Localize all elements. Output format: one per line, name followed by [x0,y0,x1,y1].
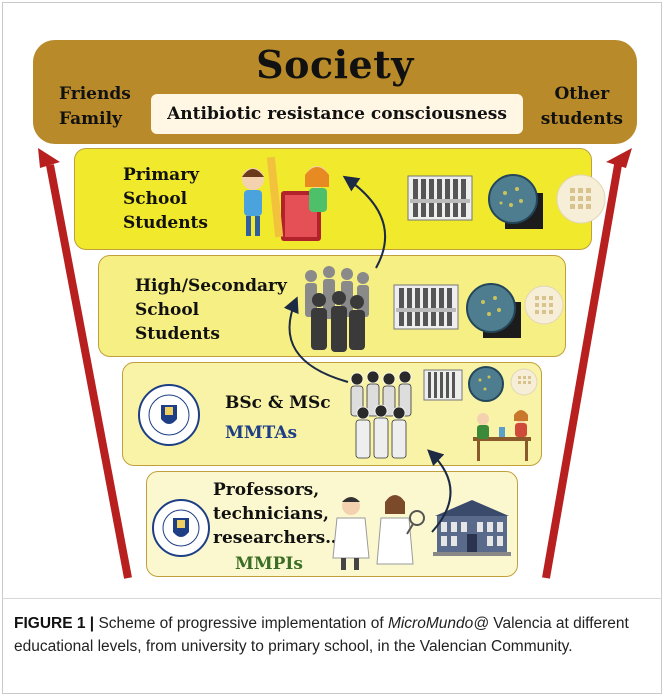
primary-line-3: Students [123,213,208,233]
kids-with-book-icon [242,156,329,241]
level-professors: Professors, technicians, researchers… MM… [146,471,518,577]
level-high-secondary: High/Secondary School Students [98,255,566,357]
well-plate-icon [510,368,538,396]
test-tube-rack-icon [423,369,463,401]
high-label: High/Secondary School Students [135,274,287,346]
other-students-label: Other students [541,82,623,132]
caption-separator: | [89,615,95,632]
caption-divider [2,598,662,599]
prof-line-1: Professors, [213,480,320,500]
lab-researchers-icon [332,495,425,570]
bsc-msc-label: BSc & MSc [225,393,331,413]
consciousness-box: Antibiotic resistance consciousness [151,94,523,134]
primary-line-1: Primary [123,165,200,185]
high-line-1: High/Secondary [135,276,287,296]
university-seal-icon [138,384,200,446]
other-text: Other [554,84,610,104]
mmtas-label: MMTAs [225,423,298,443]
high-line-2: School [135,300,200,320]
well-plate-icon [556,174,606,224]
level-primary: Primary School Students [74,148,606,250]
high-line-3: Students [135,324,220,344]
students-text: students [540,109,623,129]
figure-frame [2,2,662,694]
primary-label: Primary School Students [123,163,208,235]
lab-researchers-icon [473,410,531,461]
caption-italic: MicroMundo@ [387,615,489,632]
petri-dish-icon [488,174,543,229]
test-tube-rack-icon [407,175,473,221]
society-title: Society [256,42,414,87]
prof-line-3: researchers… [213,528,343,548]
family-text: Family [59,109,122,129]
friends-family-label: Friends Family [59,82,131,132]
well-plate-icon [524,285,564,325]
friends-text: Friends [59,84,131,104]
society-banner: Society Friends Family Other students An… [33,40,637,144]
petri-dish-icon [468,366,504,402]
university-seal-icon [152,499,210,557]
professors-label: Professors, technicians, researchers… [213,478,342,550]
student-group-icon [350,370,412,459]
figure-diagram: Society Friends Family Other students An… [33,40,637,579]
mmpis-label: MMPIs [235,554,303,574]
test-tube-rack-icon [393,284,459,330]
primary-line-2: School [123,189,188,209]
petri-dish-icon [466,283,521,338]
level-bsc-msc: BSc & MSc MMTAs [122,362,542,466]
figure-caption: FIGURE 1 | Scheme of progressive impleme… [14,612,654,658]
university-building-icon [433,500,511,556]
caption-text-1: Scheme of progressive implementation of [98,615,388,632]
student-group-icon [305,266,369,352]
prof-line-2: technicians, [213,504,329,524]
caption-text-2: Valencia at different educational levels… [14,615,629,655]
figure-label: FIGURE 1 [14,615,86,632]
